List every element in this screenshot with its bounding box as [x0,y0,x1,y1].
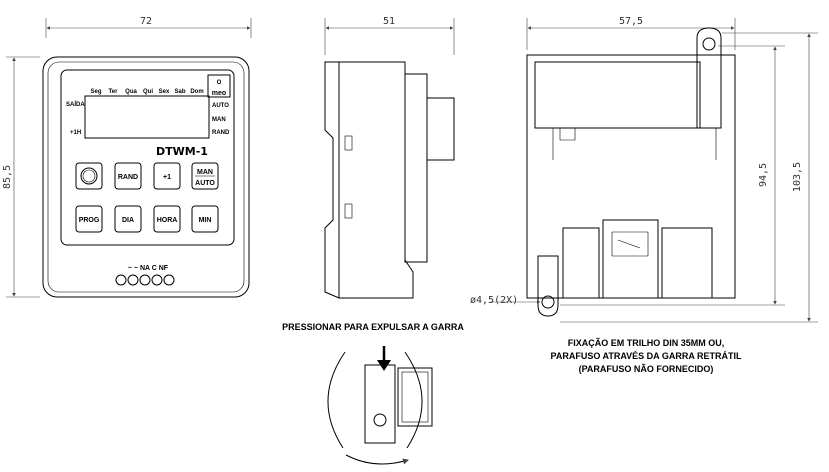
bottom-mount-hole [541,295,555,309]
press-arrow-icon [377,346,391,371]
svg-text:DIA: DIA [122,217,134,224]
button-man-auto: MAN AUTO [191,162,219,190]
model-name: DTWM-1 [156,145,208,158]
detail-housing [397,367,433,427]
man-label: MAN [212,117,226,123]
detail-arc-right [404,351,423,449]
day-label: Qua [125,89,137,95]
hole-diameter-label: ø4,5(2X) [470,295,518,306]
svg-text:RAND: RAND [118,174,138,181]
svg-text:PROG: PROG [79,217,100,224]
fixing-line-2: PARAFUSO ATRAVÉS DA GARRA RETRÁTIL [551,351,742,361]
back-inner-height-label: 94,5 [758,163,769,187]
day-label: Qui [143,89,153,95]
front-height-dimension: 85,5 [2,56,40,298]
front-faceplate [60,69,235,246]
fixing-line-3: (PARAFUSO NÃO FORNECIDO) [579,364,714,374]
brand-logo [207,74,231,98]
day-label: Seg [90,89,101,95]
button-dia: DIA [114,205,142,233]
front-width-label: 72 [140,16,152,27]
output-label: SAÍDA [66,100,85,108]
auto-label: AUTO [212,103,229,109]
clock-icon [80,167,98,185]
side-body [324,61,414,299]
terminal-block [115,274,175,286]
lcd-display [84,95,210,139]
button-prog: PROG [75,205,103,233]
button-clock [75,162,103,190]
rand-label: RAND [212,130,230,136]
front-housing [42,56,250,298]
top-mount-hole [702,37,716,51]
bottom-clip [537,255,559,317]
front-width-dimension: 72 [45,16,252,38]
back-outer-height-label: 103,5 [792,162,803,192]
brand-logo-text: meo [212,90,226,97]
back-terminal-left [562,227,600,299]
button-hora: HORA [153,205,181,233]
front-view: 72 85,5 O meo Seg Ter Qua Qui Sex Sab Do… [2,16,252,298]
plus-1h-label: +1H [70,130,81,136]
day-label: Dom [190,89,203,95]
side-width-label: 51 [383,16,395,27]
back-terminal-right [661,227,713,299]
button-min: MIN [191,205,219,233]
back-upper-recess [534,61,701,129]
day-labels: Seg Ter Qua Qui Sex Sab Dom [90,89,203,95]
side-width-dimension: 51 [324,16,455,55]
front-height-label: 85,5 [2,165,13,189]
svg-text:MAN: MAN [197,169,213,176]
clip-detail: PRESSIONAR PARA EXPULSAR A GARRA [282,322,464,465]
side-rear-block [404,73,428,263]
back-inner-height-dimension: 94,5 [560,45,785,306]
day-label: Ter [109,89,119,95]
side-rail-clip [427,97,455,161]
svg-text:+1: +1 [163,174,171,181]
day-label: Sex [159,89,170,95]
back-width-dimension: 57,5 [526,16,736,50]
back-outer-height-dimension: 103,5 [560,32,818,323]
back-view: 57,5 94,5 103,5 ø4,5(2X) [470,16,818,323]
retractable-clip-housing [602,219,659,299]
brand-logo-top: O [217,80,222,86]
fixing-caption: FIXAÇÃO EM TRILHO DIN 35MM OU, PARAFUSO … [551,338,742,374]
press-instruction: PRESSIONAR PARA EXPULSAR A GARRA [282,322,464,332]
top-clip [696,27,722,129]
svg-text:MIN: MIN [199,217,212,224]
back-width-label: 57,5 [619,16,643,27]
detail-mount-hole [373,413,387,427]
fixing-line-1: FIXAÇÃO EM TRILHO DIN 35MM OU, [568,338,725,348]
button-plus1: +1 [153,162,181,190]
svg-text:HORA: HORA [157,217,178,224]
button-rand: RAND [114,162,142,190]
terminal-labels: ~ ~ NA C NF [128,265,169,272]
detail-clip-body [364,364,396,444]
detail-arc-left [327,351,346,449]
svg-text:AUTO: AUTO [195,180,215,187]
side-view: 51 [324,16,455,299]
day-label: Sab [174,89,185,95]
